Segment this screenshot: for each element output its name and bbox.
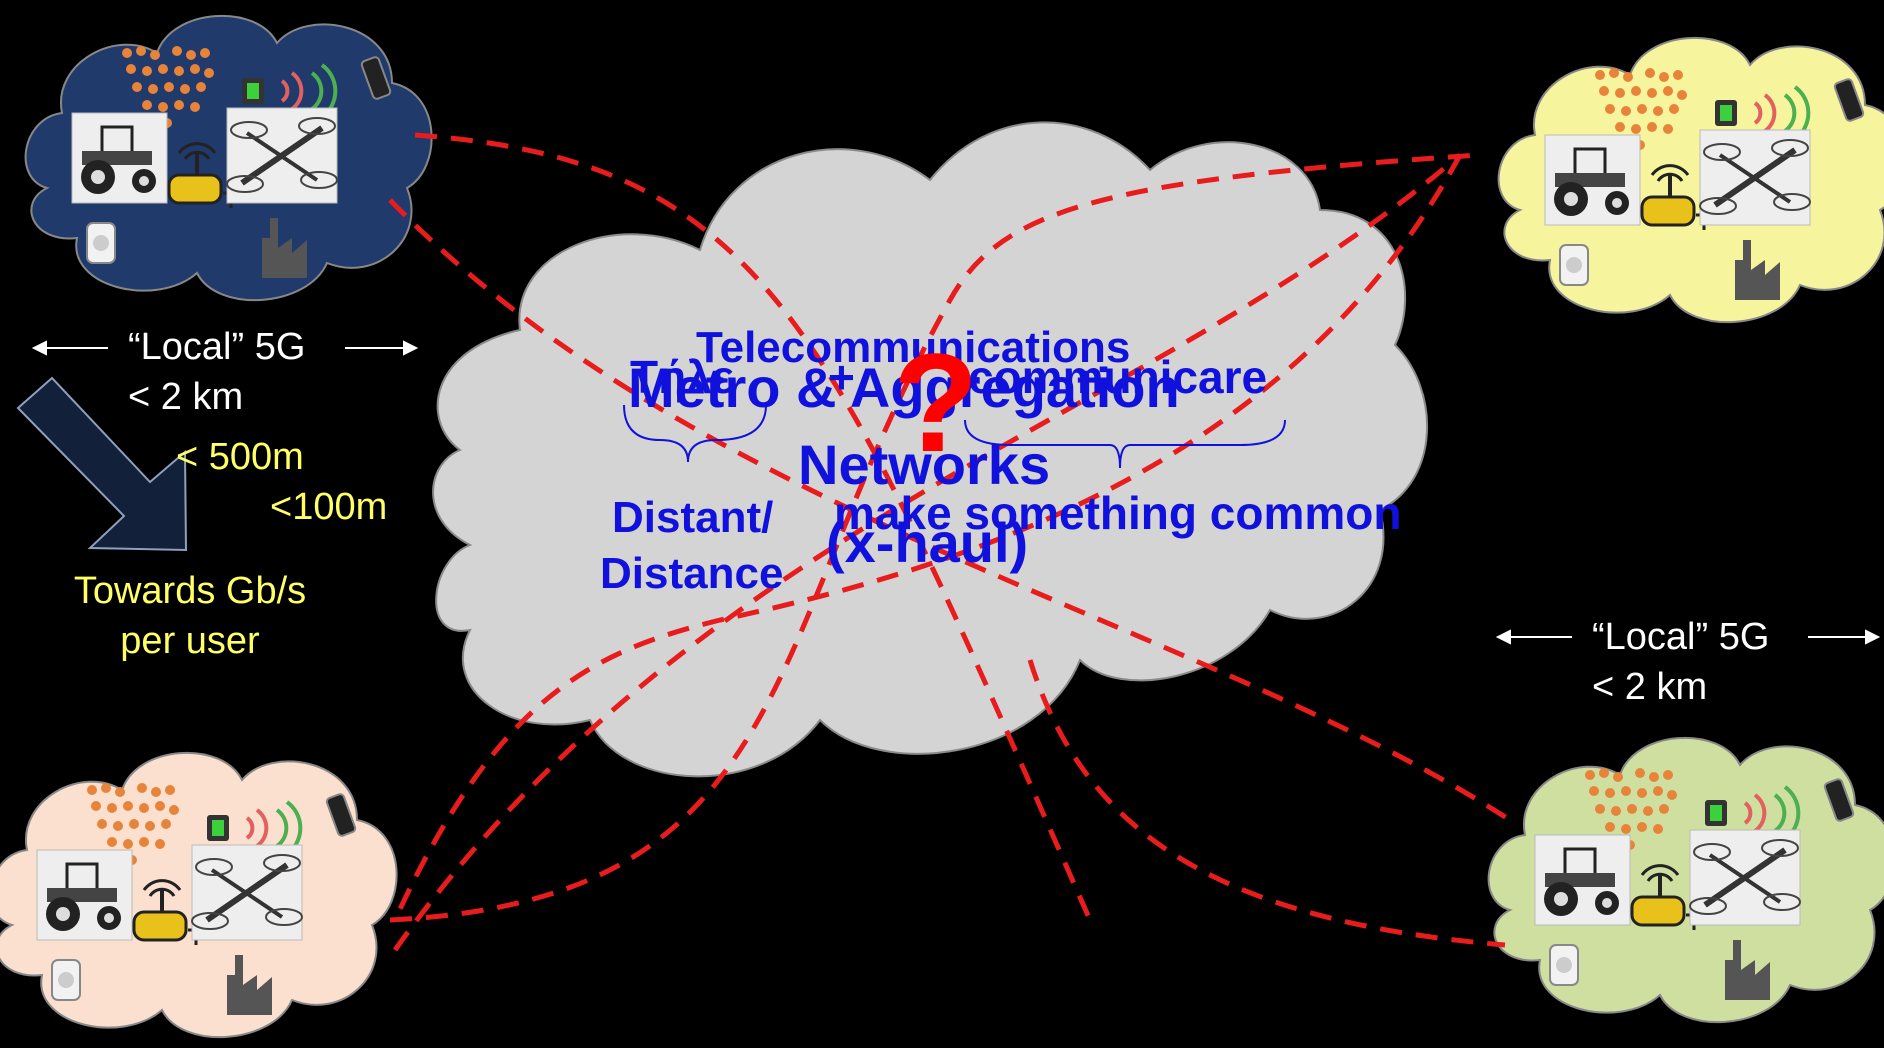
- local-cloud-top-right: [1499, 38, 1884, 322]
- distant-line2: Distance: [600, 552, 783, 596]
- right-range-label: < 2 km: [1592, 668, 1707, 706]
- left-range-label: < 2 km: [128, 378, 243, 416]
- range-100-label: <100m: [270, 488, 387, 526]
- right-local-5g-label: “Local” 5G: [1592, 618, 1769, 656]
- link-bl-br: [1030, 660, 1505, 945]
- local-cloud-top-left: [26, 16, 432, 300]
- question-mark-icon: ?: [893, 333, 979, 473]
- distant-line1: Distant/: [612, 496, 773, 540]
- towards-gbps-line1: Towards Gb/s: [40, 572, 340, 610]
- range-500-label: < 500m: [176, 438, 304, 476]
- local-cloud-bottom-right: [1489, 738, 1884, 1022]
- towards-gbps-line2: per user: [40, 622, 340, 660]
- make-common-label: make something common: [834, 490, 1401, 536]
- left-local-5g-label: “Local” 5G: [128, 328, 305, 366]
- local-cloud-bottom-left: [0, 753, 397, 1037]
